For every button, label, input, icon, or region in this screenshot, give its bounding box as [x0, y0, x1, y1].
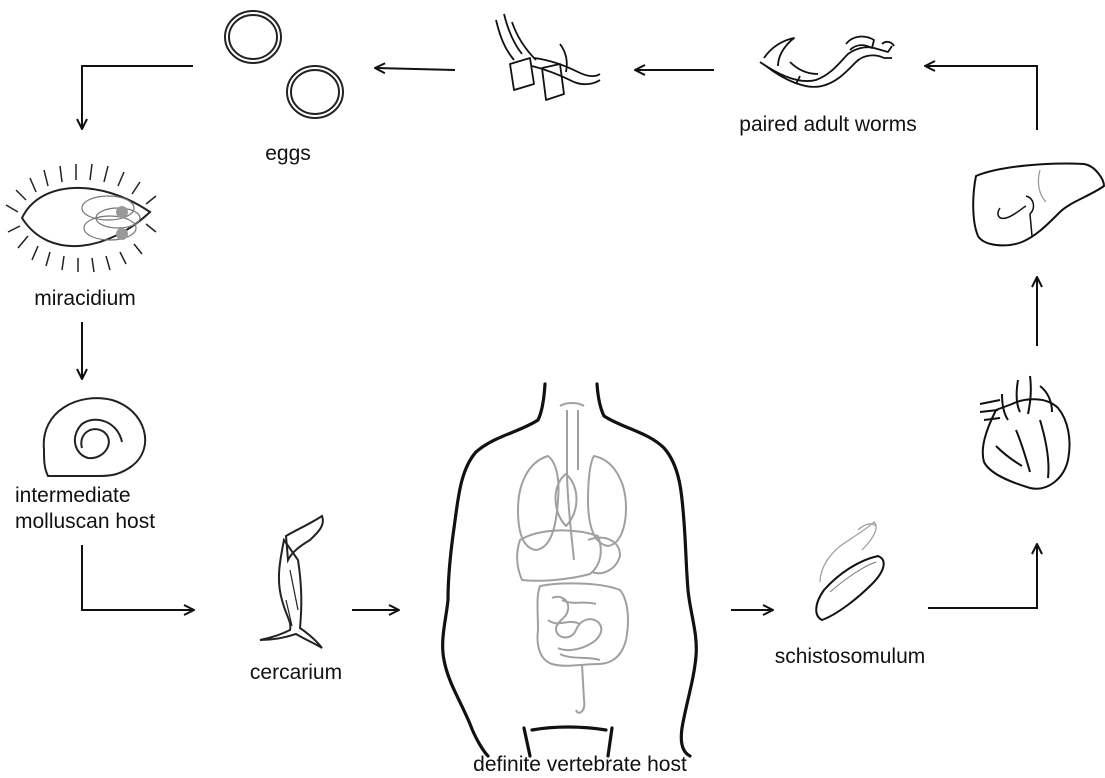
arrow-liver-to-adults — [926, 66, 1037, 130]
arrow-mollusc-to-cercarium — [82, 545, 193, 610]
host-label: definite vertebrate host — [450, 752, 710, 778]
heart-icon — [980, 376, 1070, 489]
mollusc-label-line1: intermediate — [15, 483, 131, 509]
arrow-veins-to-eggs — [376, 68, 455, 70]
arrow-schistosomulum-to-heart — [928, 545, 1037, 608]
human-torso-icon — [443, 384, 697, 756]
arrow-eggs-to-miracidium — [82, 66, 193, 128]
cercarium-icon — [260, 516, 323, 648]
cycle-arrows — [82, 66, 1037, 610]
eggs-label: eggs — [243, 141, 333, 167]
miracidium-label: miracidium — [15, 286, 155, 312]
paired-adult-worms-label: paired adult worms — [723, 112, 933, 138]
liver-icon — [973, 164, 1104, 246]
schistosomulum-label: schistosomulum — [765, 644, 935, 670]
paired-worms-icon — [760, 37, 894, 87]
mollusc-label-line2: molluscan host — [15, 509, 155, 535]
cercarium-label: cercarium — [236, 660, 356, 686]
eggs-icon — [225, 11, 343, 118]
snail-icon — [44, 398, 145, 476]
miracidium-icon — [6, 164, 156, 272]
blood-vessel-icon — [496, 14, 600, 100]
schistosomulum-icon — [816, 522, 883, 620]
